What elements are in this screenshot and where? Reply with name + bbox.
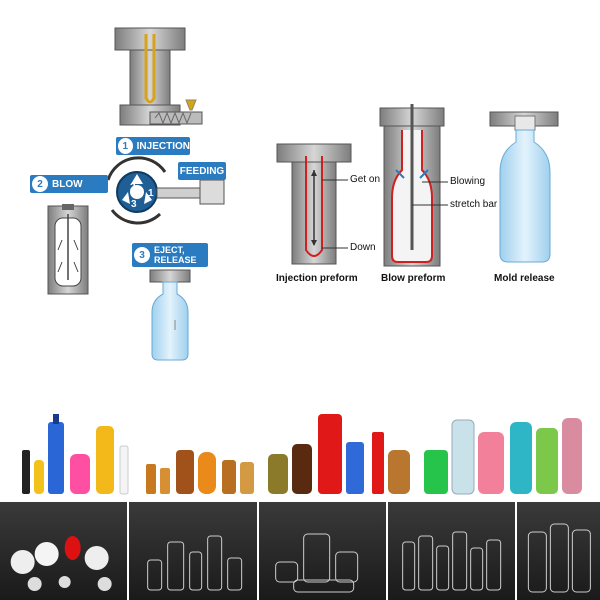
step-blow-tag: 2 BLOW — [30, 175, 108, 193]
step-eject-label-2: RELEASE — [154, 255, 197, 265]
photo-panel-2 — [129, 502, 257, 600]
mold-release-bottle — [489, 111, 559, 263]
annotation-stretch-bar: stretch bar — [450, 199, 498, 210]
annotation-down: Down — [350, 242, 376, 253]
product-photo-strip — [0, 402, 600, 600]
colored-bottles-svg — [22, 414, 582, 495]
feeding-label: FEEDING — [179, 165, 225, 177]
blow-mold-left — [47, 204, 89, 295]
injection-mold — [114, 27, 203, 126]
step-injection-number: 1 — [118, 138, 133, 154]
photo-panel-5 — [517, 502, 600, 600]
ejected-bottle — [149, 269, 191, 361]
step-eject-number: 3 — [134, 247, 150, 263]
annotation-get-on: Get on — [350, 174, 381, 185]
step-blow-label: BLOW — [52, 178, 83, 190]
feeding-tag: FEEDING — [178, 162, 226, 180]
caption-blow-preform: Blow preform — [381, 273, 446, 284]
clear-containers-band — [0, 502, 600, 600]
process-diagram: 2 1 3 — [47, 27, 559, 361]
rotary-wheel — [106, 156, 225, 225]
caption-injection-preform: Injection preform — [276, 273, 358, 284]
colored-bottles-band — [0, 402, 600, 500]
wheel-number-1: 1 — [148, 188, 154, 199]
step-injection-label: INJECTION — [136, 140, 190, 152]
injection-preform-mold — [276, 143, 352, 265]
photo-panel-1 — [0, 502, 128, 600]
caption-mold-release: Mold release — [494, 273, 555, 284]
wheel-number-3: 3 — [131, 199, 137, 210]
step-eject-tag: 3 EJECT, RELEASE — [132, 243, 208, 267]
step-blow-number: 2 — [32, 176, 48, 192]
step-eject-label-1: EJECT, — [154, 245, 185, 255]
annotation-blowing: Blowing — [450, 176, 486, 187]
photo-panel-3 — [258, 502, 386, 600]
wheel-number-2: 2 — [130, 182, 136, 193]
step-injection-tag: 1 INJECTION — [116, 137, 190, 155]
photo-panel-4 — [387, 502, 516, 600]
blow-preform-mold — [379, 104, 448, 267]
